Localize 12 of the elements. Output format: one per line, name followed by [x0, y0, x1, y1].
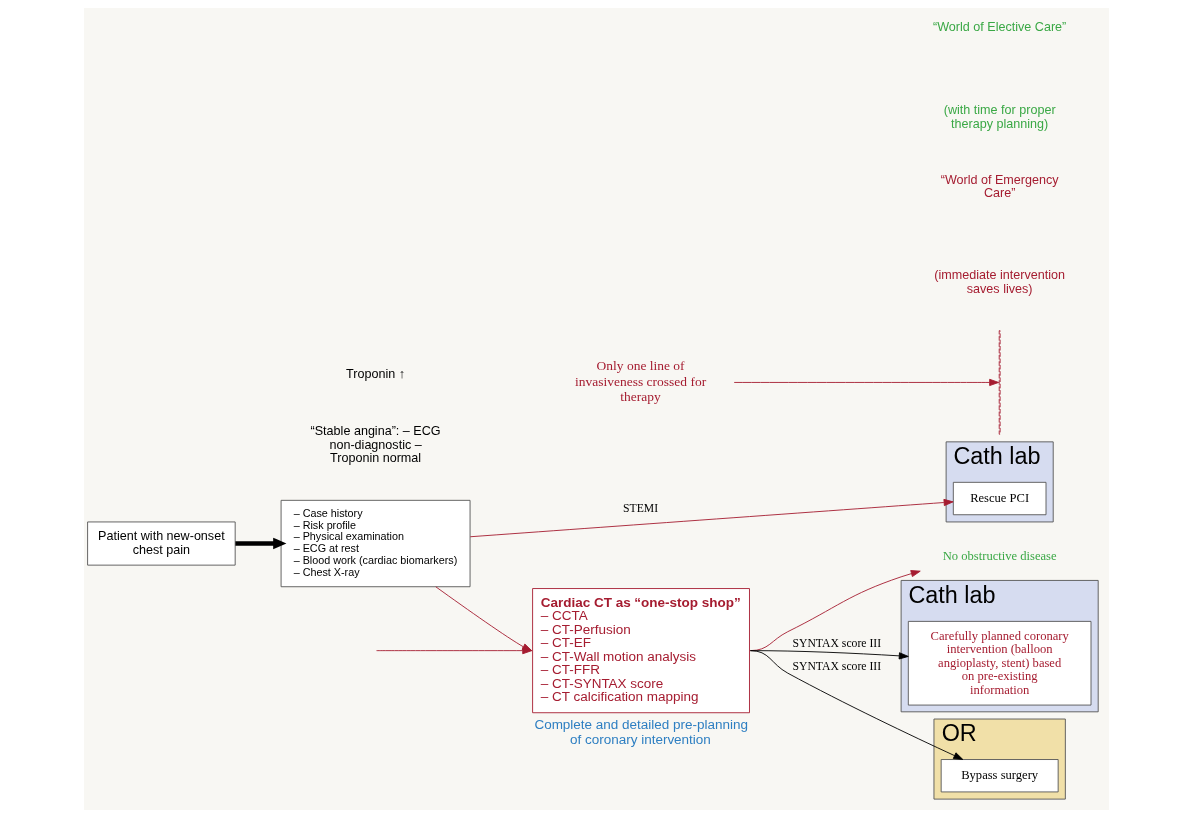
label: “World of Elective Care”: [933, 20, 1067, 35]
label: (immediate intervention saves lives): [934, 268, 1066, 296]
node-text: No obstructive disease: [942, 549, 1057, 564]
edge-label: STEMI: [623, 502, 659, 516]
label: “Stable angina”: – ECG non-diagnostic – Troponin normal: [310, 424, 441, 466]
label: Troponin ↑: [346, 366, 406, 381]
label: (with time for proper therapy planning): [943, 103, 1056, 131]
edge-label: SYNTAX score III: [792, 637, 882, 651]
node-label: Complete and detailed pre-planning of coronary intervention: [534, 716, 749, 748]
label: “World of Emergency Care”: [940, 172, 1059, 201]
edge-label: SYNTAX score III: [792, 659, 882, 673]
node-text: Only one line of invasiveness crossed for therapy: [575, 358, 707, 404]
